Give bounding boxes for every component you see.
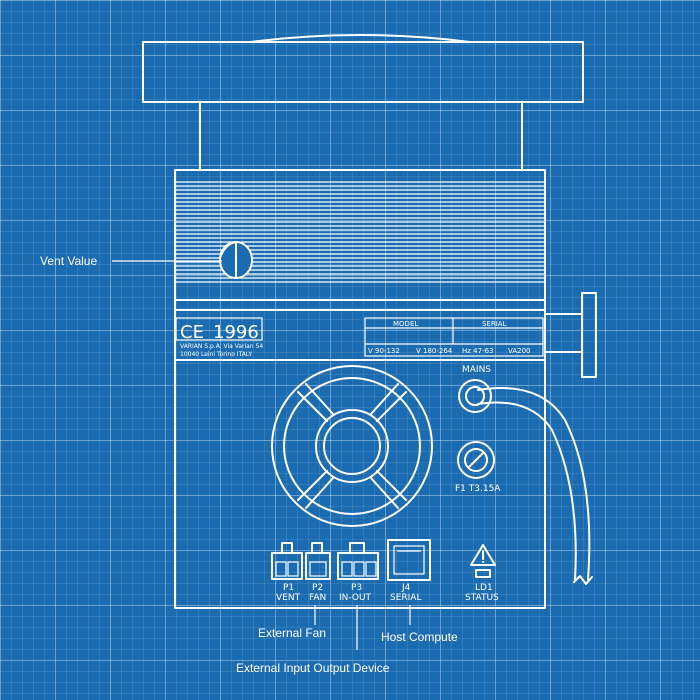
controller-box [174, 359, 546, 609]
voltage-high: V 180-264 [416, 347, 453, 355]
p3-code: P3 [351, 583, 362, 593]
j4-code: J4 [401, 583, 411, 593]
connector-labels: P1 VENT P2 FAN P3 IN-OUT J4 SERIAL [276, 583, 421, 603]
maker-line-1: VARIAN S.p.A. Via Varian 54 [180, 343, 263, 350]
fuse-label: F1 T3.15A [455, 484, 501, 494]
cooling-fin [175, 229, 545, 235]
j4-name: SERIAL [390, 593, 421, 603]
certification-block: CE 1996 VARIAN S.p.A. Via Varian 54 1004… [175, 317, 263, 358]
spec-plate: MODEL SERIAL V 90-132 V 180-264 Hz 47-63… [364, 317, 544, 357]
cooling-fin [175, 221, 545, 227]
cooling-fin [175, 213, 545, 219]
cooling-fin [175, 237, 545, 243]
cooling-fin [175, 277, 545, 283]
ce-mark: CE [180, 322, 204, 343]
cooling-fin [175, 189, 545, 195]
model-header: MODEL [393, 320, 418, 328]
fan-grille [271, 365, 433, 527]
mains-label: MAINS [462, 365, 491, 375]
voltage-low: V 90-132 [368, 347, 400, 355]
serial-header: SERIAL [482, 320, 507, 328]
callout-vent-value: Vent Value [40, 254, 97, 268]
p1-name: VENT [276, 593, 301, 603]
side-flange [544, 292, 597, 378]
led-code: LD1 [475, 583, 493, 593]
fuse-holder: F1 T3.15A [455, 441, 501, 494]
connector-j4 [387, 539, 431, 581]
connector-p1 [271, 542, 303, 580]
cooling-fin [175, 205, 545, 211]
connector-p3 [337, 542, 379, 580]
finned-housing [174, 169, 546, 301]
p2-code: P2 [312, 583, 323, 593]
cert-year: 1996 [213, 322, 259, 343]
callout-external-fan: External Fan [258, 626, 326, 640]
callout-external-io: External Input Output Device [236, 661, 390, 675]
power-cord [477, 387, 593, 585]
led-name: STATUS [465, 593, 499, 603]
vent-valve-knob [219, 241, 253, 279]
cooling-fin [175, 197, 545, 203]
callout-host-compute: Host Compute [381, 630, 458, 644]
maker-line-2: 10040 Leini Torino ITALY [180, 351, 252, 358]
callout-lines [112, 260, 411, 650]
power-rating: VA200 [508, 347, 531, 355]
p2-name: FAN [309, 593, 326, 603]
connector-p2 [305, 542, 331, 580]
mains-inlet: MAINS [458, 365, 492, 413]
p3-name: IN-OUT [339, 593, 372, 603]
status-led: LD1 STATUS [465, 544, 499, 603]
cooling-fin [175, 181, 545, 187]
frequency: Hz 47-63 [462, 347, 494, 355]
top-cap [142, 34, 584, 171]
p1-code: P1 [283, 583, 294, 593]
